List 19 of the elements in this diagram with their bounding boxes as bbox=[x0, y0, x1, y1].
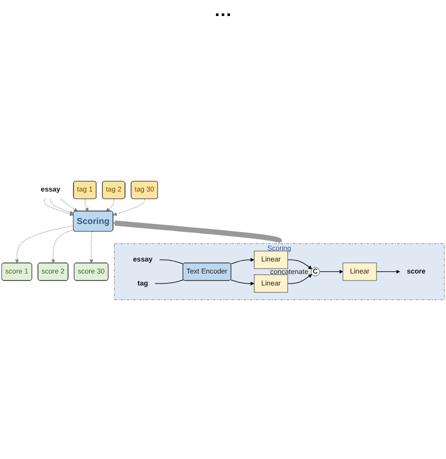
arrow bbox=[106, 198, 114, 212]
connector bbox=[159, 260, 184, 264]
arrow bbox=[287, 274, 312, 284]
arrow bbox=[50, 198, 74, 214]
ellipsis-label: … bbox=[214, 0, 232, 20]
connector bbox=[154, 279, 184, 284]
arrow bbox=[15, 225, 74, 264]
arrow bbox=[230, 279, 254, 286]
arrow bbox=[319, 270, 344, 274]
arrow bbox=[287, 260, 312, 270]
arrow bbox=[44, 198, 74, 216]
arrow bbox=[89, 231, 94, 264]
arrow bbox=[112, 220, 282, 244]
arrow bbox=[51, 229, 74, 264]
arrow bbox=[230, 258, 254, 264]
arrow bbox=[60, 198, 78, 212]
arrow bbox=[376, 270, 400, 274]
arrow bbox=[84, 198, 88, 212]
arrow bbox=[113, 198, 145, 216]
